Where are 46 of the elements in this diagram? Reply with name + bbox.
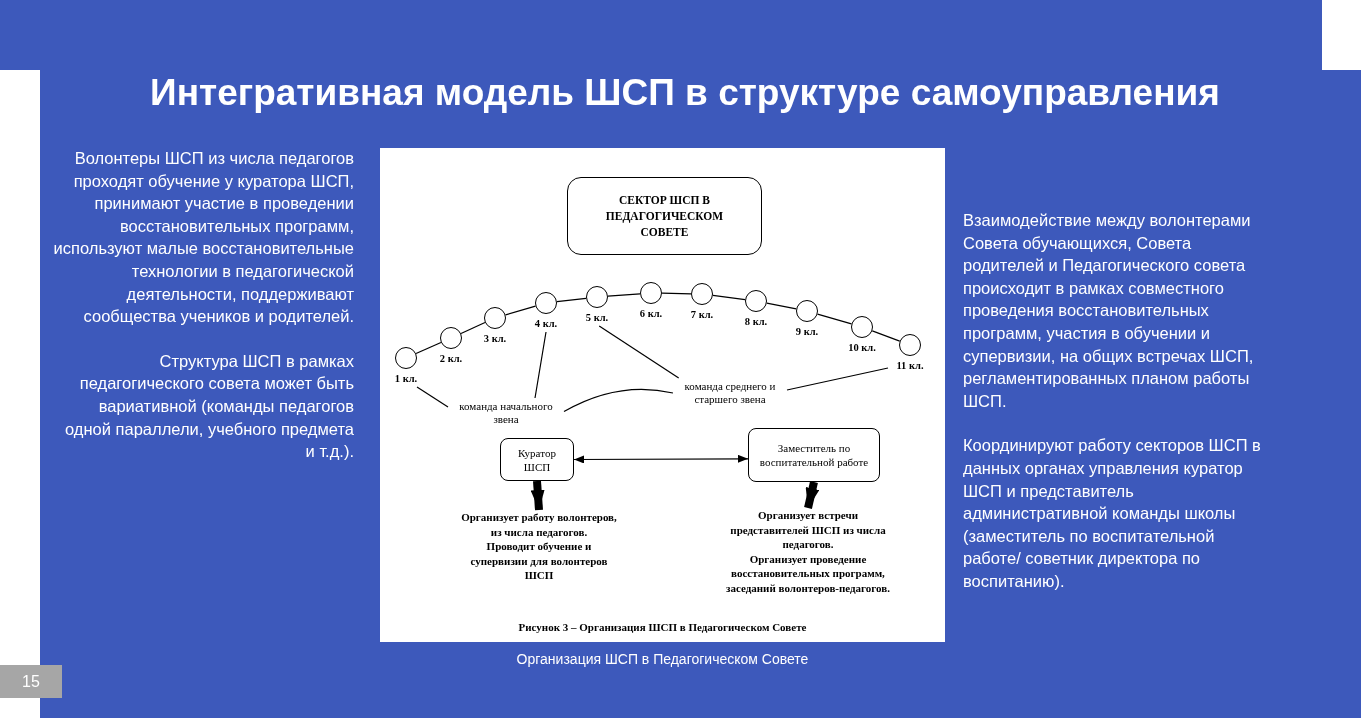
grade-label: 4 кл. bbox=[534, 318, 558, 330]
connector-line bbox=[712, 294, 746, 301]
connector-line bbox=[556, 297, 587, 303]
task-text: Организует встречи представителей ШСП из числа педагогов. bbox=[729, 508, 887, 552]
grade-label: 7 кл. bbox=[690, 309, 714, 321]
grade-label: 2 кл. bbox=[439, 353, 463, 365]
description-paragraph: Структура ШСП в рамках педагогического совета может быть вариативной (команды педагогов одной параллели, учебного предмета и т.д.). bbox=[64, 350, 354, 463]
task-text: Организует проведение восстановительных программ, заседаний волонтеров-педагогов. bbox=[725, 551, 891, 595]
description-paragraph: Волонтеры ШСП из числа педагогов проходят обучение у куратора ШСП, принимают участие в проведении восстановительных программ, используют малые восстановительные технологии в педагогической деятельности, поддерживают сообщества учеников и родителей. bbox=[52, 148, 354, 328]
task-text: Проводит обучение и супервизии для волонтеров ШСП bbox=[469, 539, 609, 583]
description-paragraph: Взаимодействие между волонтерами Совета обучающихся, Совета родителей и Педагогического совета происходит в рамках совместного проведения восстановительных программ, участия в обучении и супервизии, на общих встречах ШСП, регламентированных планом работы ШСП. bbox=[963, 210, 1255, 412]
connector-line bbox=[871, 330, 901, 342]
slide-title: Интегративная модель ШСП в структуре самоуправления bbox=[149, 71, 1221, 115]
connector-line bbox=[816, 313, 853, 325]
figure-caption: Рисунок 3 – Организация ШСП в Педагогическом Совете bbox=[517, 620, 808, 634]
grade-label: 11 кл. bbox=[896, 360, 924, 372]
grade-label: 9 кл. bbox=[795, 326, 819, 338]
grade-label: 6 кл. bbox=[639, 308, 663, 320]
sector-box: СЕКТОР ШСП В ПЕДАГОГИЧЕСКОМ СОВЕТЕ bbox=[567, 177, 762, 255]
slide-caption: Организация ШСП в Педагогическом Совете bbox=[515, 650, 810, 668]
team-label: команда начального звена bbox=[448, 398, 564, 428]
team-label: команда среднего и старшего звена bbox=[673, 378, 787, 408]
grade-label: 1 кл. bbox=[394, 373, 418, 385]
grade-label: 3 кл. bbox=[483, 333, 507, 345]
connector-line bbox=[415, 341, 442, 355]
task-text: Организует работу волонтеров, из числа педагогов. bbox=[460, 510, 618, 539]
description-paragraph: Координируют работу секторов ШСП в данных органах управления куратор ШСП и представитель административной команды школы (заместитель по воспитательной работе/ советник директора по воспитанию). bbox=[963, 435, 1262, 592]
connector-line bbox=[416, 386, 449, 408]
connector-line bbox=[766, 302, 797, 310]
page-number-badge: 15 bbox=[0, 665, 62, 698]
grade-label: 10 кл. bbox=[848, 342, 876, 354]
connector-line bbox=[504, 305, 537, 316]
arrow bbox=[573, 454, 749, 464]
role-box: Куратор ШСП bbox=[500, 438, 574, 481]
grade-label: 8 кл. bbox=[744, 316, 768, 328]
connector-line bbox=[534, 331, 547, 399]
connector-line bbox=[598, 325, 680, 379]
connector-line bbox=[460, 321, 486, 335]
arrow bbox=[530, 480, 545, 511]
arrow bbox=[804, 481, 820, 509]
connector-line bbox=[661, 292, 692, 295]
grade-label: 5 кл. bbox=[585, 312, 609, 324]
role-box: Заместитель по воспитательной работе bbox=[748, 428, 880, 482]
connector-line bbox=[786, 367, 889, 391]
connector-line bbox=[607, 293, 641, 297]
connector-line bbox=[563, 388, 674, 413]
